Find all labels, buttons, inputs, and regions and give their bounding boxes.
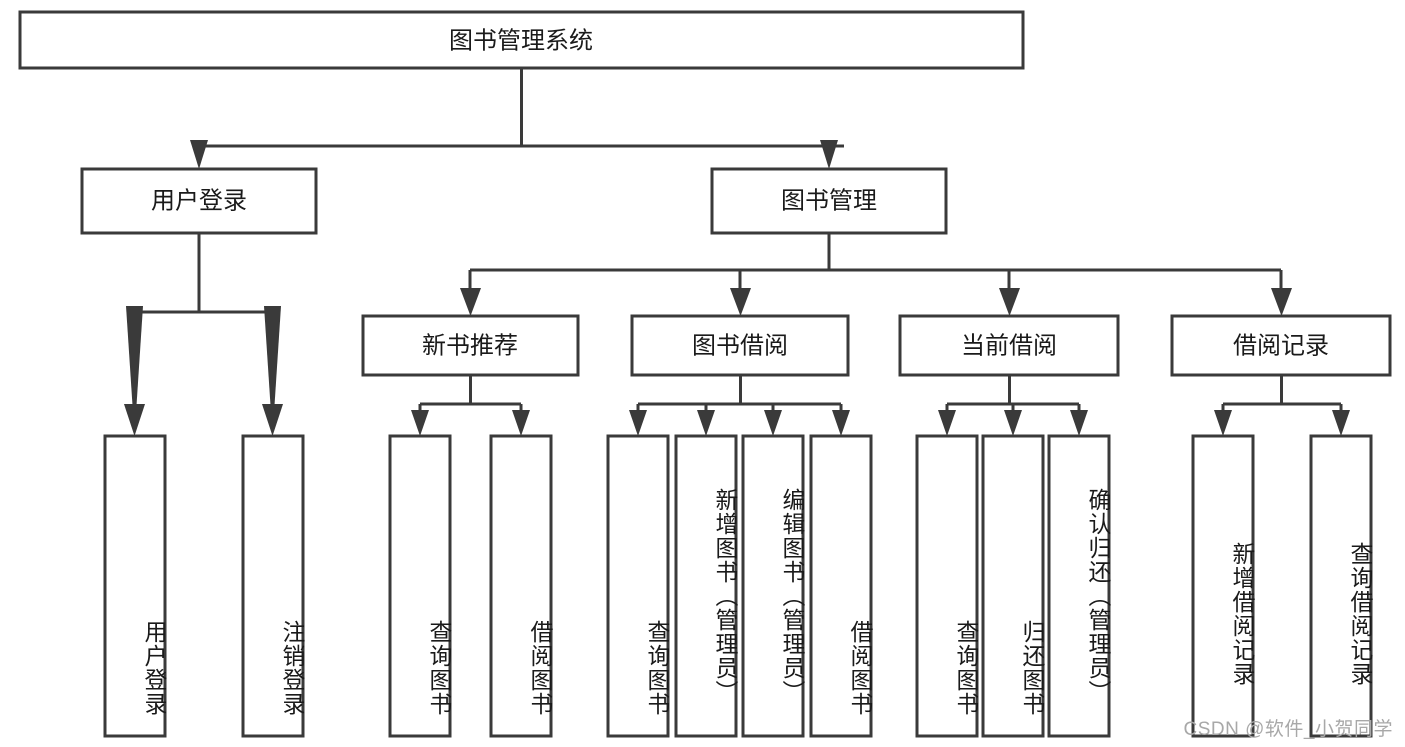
arrow-head-current-leaf-1 — [938, 410, 956, 436]
node-new-book-recommend[interactable] — [361, 314, 580, 377]
node-user-login[interactable] — [80, 167, 318, 235]
arrow-head-records-leaf-1 — [1214, 410, 1232, 436]
arrow-head-current-leaf-2 — [1004, 410, 1022, 436]
leaf-newbook-borrow-book[interactable] — [489, 434, 553, 738]
arrow-head-borrow-leaf-3 — [764, 410, 782, 436]
node-current-borrow[interactable] — [898, 314, 1120, 377]
arrow-tip-leaf-user-login — [124, 404, 145, 436]
node-book-borrow-label: 图书借阅 — [692, 332, 788, 359]
leaf-borrow-query-book[interactable] — [606, 434, 670, 738]
connector-group-borrow — [629, 375, 850, 436]
node-book-management-label: 图书管理 — [781, 187, 877, 214]
leaf-borrow-borrow-book[interactable] — [809, 434, 873, 738]
node-root[interactable] — [18, 10, 1025, 70]
leaf-user-login[interactable] — [103, 434, 167, 738]
leaf-current-return-book[interactable] — [981, 434, 1045, 738]
node-book-management[interactable] — [710, 167, 948, 235]
leaf-records-add-record[interactable] — [1191, 434, 1255, 738]
connector-group-book-manage — [460, 233, 1292, 316]
arrow-head-book-manage — [820, 140, 838, 169]
node-borrow-records-label: 借阅记录 — [1233, 332, 1329, 359]
arrow-head-new-book — [460, 288, 481, 316]
arrow-head-borrow-leaf-4 — [832, 410, 850, 436]
leaf-current-query-book[interactable] — [915, 434, 979, 738]
node-new-book-recommend-label: 新书推荐 — [422, 332, 518, 359]
arrow-head-user-login — [190, 140, 208, 169]
connector-group-user-login — [124, 233, 283, 436]
arrow-head-newbook-leaf-1 — [411, 410, 429, 436]
leaf-logout[interactable] — [241, 434, 305, 738]
node-book-borrow[interactable] — [630, 314, 850, 377]
arrow-head-newbook-leaf-2 — [512, 410, 530, 436]
leaf-newbook-query-book[interactable] — [388, 434, 452, 738]
arrow-head-current-leaf-3 — [1070, 410, 1088, 436]
csdn-watermark: CSDN @软件_小贺同学 — [1183, 719, 1393, 740]
connector-group-records — [1214, 375, 1350, 436]
leaf-current-confirm-return-admin[interactable] — [1047, 434, 1111, 738]
arrow-head-borrow-leaf-1 — [629, 410, 647, 436]
arrow-tip-leaf-logout — [262, 404, 283, 436]
node-current-borrow-label: 当前借阅 — [961, 332, 1057, 359]
arrow-head-borrow-leaf-2 — [697, 410, 715, 436]
connector-group-current — [938, 375, 1088, 436]
connector-group-new-book — [411, 375, 530, 436]
arrow-head-records-leaf-2 — [1332, 410, 1350, 436]
node-user-login-label: 用户登录 — [151, 187, 247, 214]
arrow-head-records — [1271, 288, 1292, 316]
node-root-label: 图书管理系统 — [449, 27, 593, 54]
connector-group-root — [190, 68, 844, 169]
arrow-head-current — [999, 288, 1020, 316]
node-borrow-records[interactable] — [1170, 314, 1392, 377]
leaf-borrow-edit-book-admin[interactable] — [741, 434, 805, 738]
leaf-records-query-record[interactable] — [1309, 434, 1373, 738]
leaf-borrow-add-book-admin[interactable] — [674, 434, 738, 738]
arrow-head-borrow — [730, 288, 751, 316]
